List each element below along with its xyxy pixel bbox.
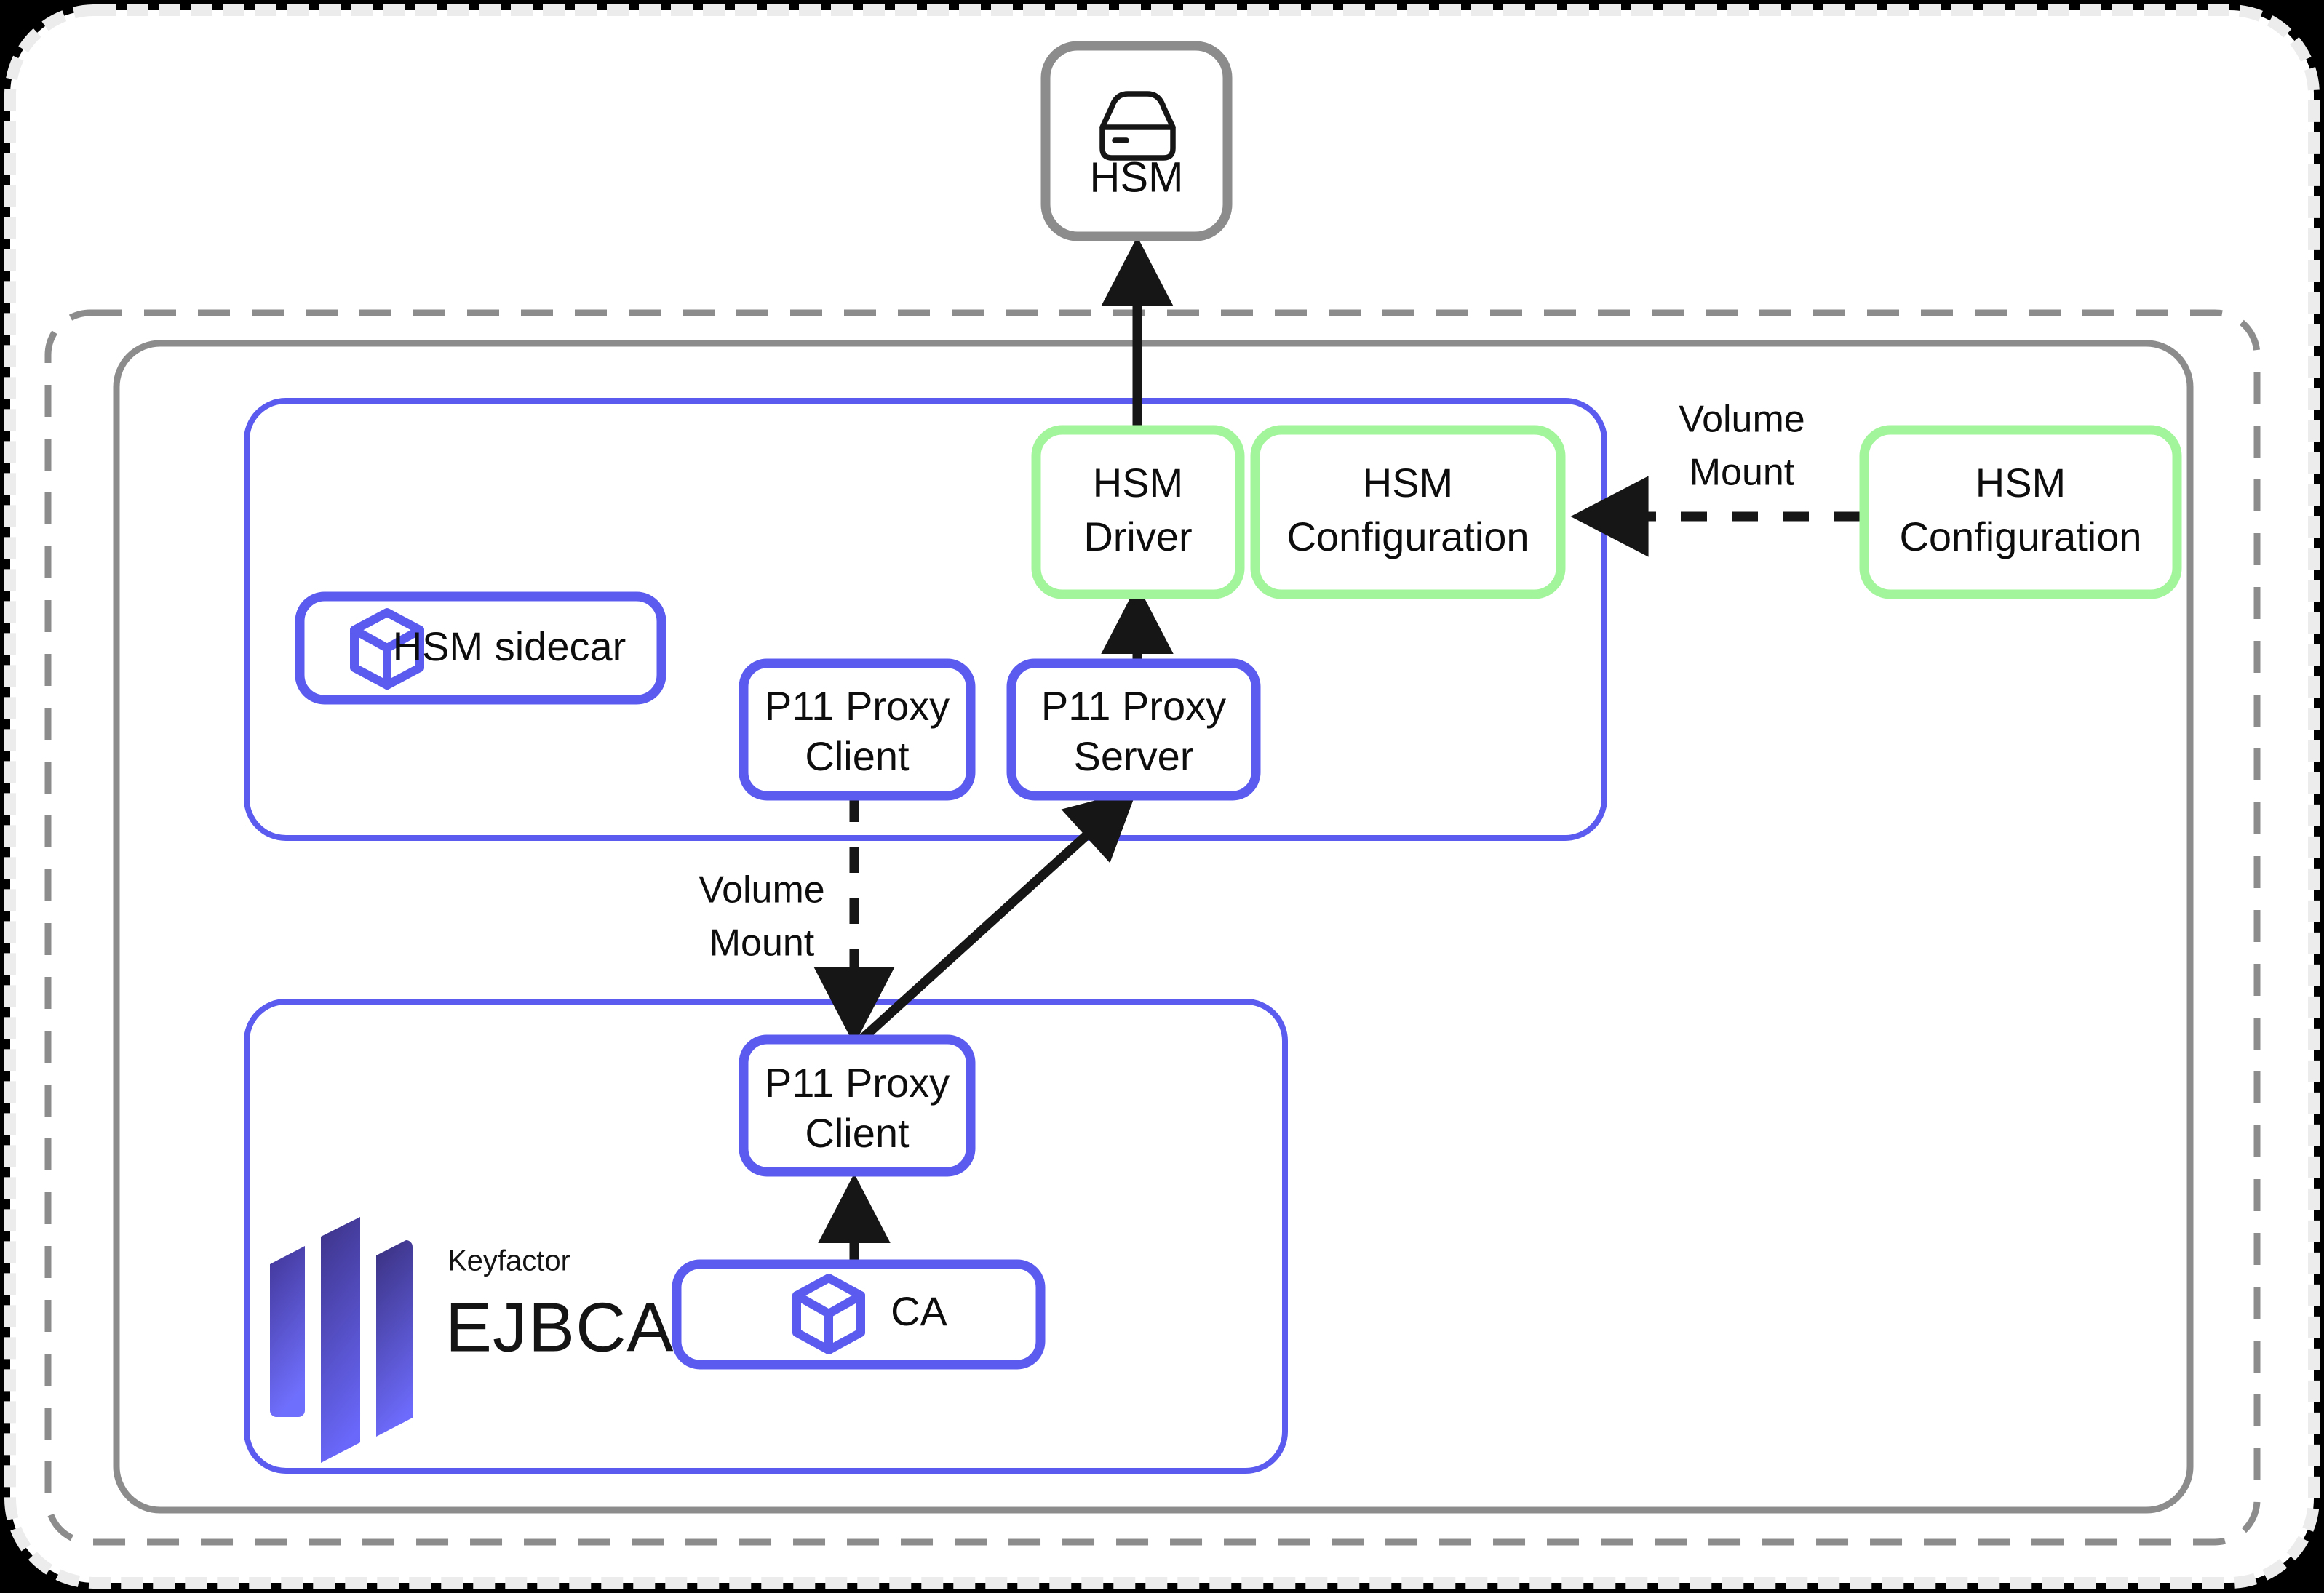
keyfactor-bars-icon [270, 1217, 413, 1463]
cube-icon [350, 608, 424, 690]
node-hsm-configuration-outer[interactable]: HSM Configuration [1859, 425, 2182, 599]
ejbca-pod [244, 999, 1288, 1474]
hsm-configuration-inner-label-line2: Configuration [1286, 514, 1529, 559]
p11-proxy-server-line2: Server [1074, 733, 1194, 779]
node-ca[interactable]: CA [672, 1259, 1046, 1370]
hsm-box [1040, 41, 1233, 241]
volume-mount-right-line1: Volume [1679, 399, 1804, 441]
ejbca-brand-main: EJBCA [445, 1288, 674, 1366]
ca-label: CA [891, 1288, 947, 1334]
hsm-driver-label-line2: Driver [1083, 514, 1192, 559]
hsm-configuration-outer-box [1859, 425, 2182, 599]
volume-mount-center-line2: Mount [709, 922, 815, 965]
hsm-configuration-outer-label-line2: Configuration [1899, 514, 2141, 559]
node-hsm[interactable]: HSM [1040, 41, 1233, 241]
hsm-configuration-inner-box [1250, 425, 1566, 599]
edge-p11-client-bottom-to-p11-server [859, 789, 1137, 1042]
hard-drive-icon [1099, 91, 1176, 161]
p11-proxy-server-line1: P11 Proxy [1041, 683, 1226, 729]
ejbca-logo: Keyfactor EJBCA [270, 1217, 674, 1463]
namespace-boundary [113, 340, 2194, 1514]
p11-proxy-client-bottom-line2: Client [805, 1110, 910, 1156]
cluster-boundary [44, 309, 2261, 1546]
p11-proxy-server-box [1006, 658, 1261, 801]
hsm-driver-box [1031, 425, 1245, 599]
node-hsm-driver[interactable]: HSM Driver [1031, 425, 1245, 599]
volume-mount-center-line1: Volume [699, 869, 824, 911]
hsm-driver-label-line1: HSM [1093, 460, 1183, 506]
edge-label-volume-mount-center: Volume Mount [699, 869, 824, 965]
hsm-configuration-outer-label-line1: HSM [1975, 460, 2066, 506]
node-p11-proxy-server[interactable]: P11 Proxy Server [1006, 658, 1261, 801]
node-hsm-sidecar[interactable]: HSM sidecar [295, 591, 666, 705]
cube-icon [792, 1274, 865, 1354]
volume-mount-right-line2: Mount [1690, 452, 1795, 494]
ejbca-brand-top: Keyfactor [447, 1245, 570, 1277]
p11-proxy-client-bottom-line1: P11 Proxy [765, 1060, 950, 1106]
node-p11-proxy-client-bottom[interactable]: P11 Proxy Client [739, 1034, 976, 1177]
hsm-sidecar-pod [244, 398, 1607, 841]
edge-label-volume-mount-right: Volume Mount [1679, 399, 1804, 494]
p11-proxy-client-top-line2: Client [805, 733, 910, 779]
hsm-configuration-inner-label-line1: HSM [1363, 460, 1453, 506]
hsm-label: HSM [1090, 153, 1184, 201]
node-hsm-configuration-inner[interactable]: HSM Configuration [1250, 425, 1566, 599]
p11-proxy-client-top-line1: P11 Proxy [765, 683, 950, 729]
p11-proxy-client-bottom-box [739, 1034, 976, 1177]
hsm-sidecar-label: HSM sidecar [393, 623, 626, 669]
p11-proxy-client-top-box [739, 658, 976, 801]
node-p11-proxy-client-top[interactable]: P11 Proxy Client [739, 658, 976, 801]
